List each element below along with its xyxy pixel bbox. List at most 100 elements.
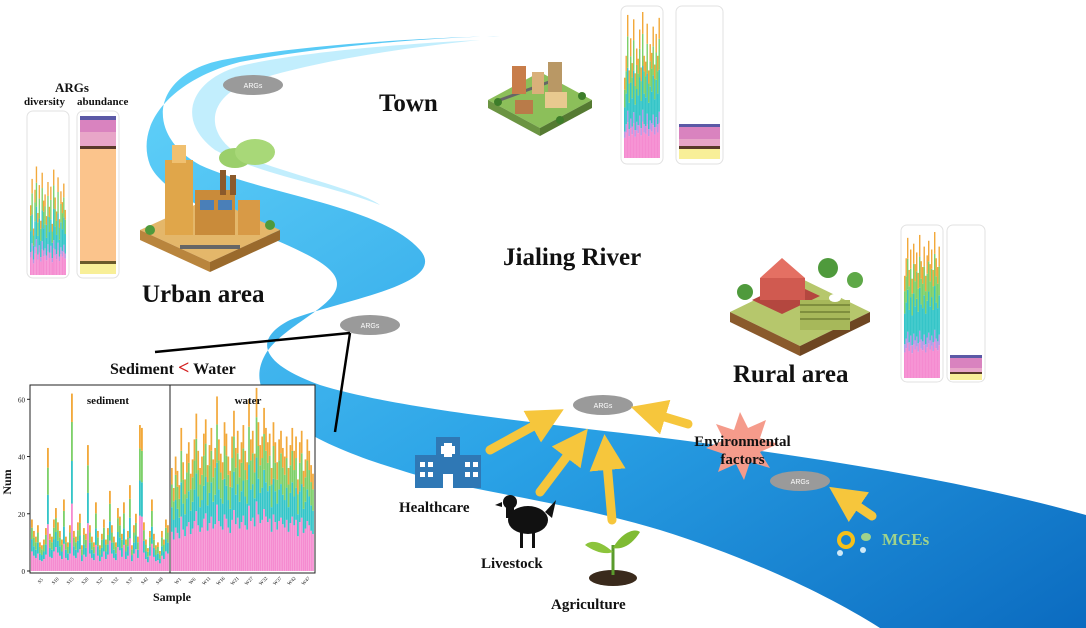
callout-line-bottom <box>333 332 352 433</box>
water-bar-46-seg-0 <box>257 514 260 571</box>
sediment-bar-22-seg-1 <box>75 549 77 558</box>
rural-diversity-bar-4-seg-1 <box>910 335 912 346</box>
town-diversity-bar-3-seg-1 <box>628 129 630 137</box>
urban-diversity-bar-0-seg-3 <box>30 215 32 232</box>
sediment-bar-57-seg-3 <box>145 539 147 545</box>
rural-diversity-bar-19-seg-1 <box>932 342 934 351</box>
water-bar-2-seg-3 <box>174 456 177 475</box>
water-bar-17-seg-3 <box>202 433 205 456</box>
water-bar-69-seg-2 <box>300 453 303 485</box>
urban-diversity-bar-23-seg-4 <box>63 183 65 198</box>
water-bar-46-seg-2 <box>257 446 260 479</box>
sediment-bar-10-seg-0 <box>51 557 53 571</box>
sediment-bar-68-seg-2 <box>167 532 169 543</box>
urban-diversity-bar-20-seg-2 <box>58 239 61 257</box>
sediment-bar-46-seg-2 <box>123 513 125 529</box>
sediment-bar-7-seg-2 <box>45 534 47 545</box>
sediment-bar-26-seg-2 <box>83 534 85 545</box>
sediment-bar-3-seg-2 <box>37 532 39 543</box>
sediment-bar-6-seg-1 <box>43 551 45 560</box>
town-diversity-bar-6-seg-4 <box>633 19 635 41</box>
sediment-x-tick-S48: S48 <box>156 577 165 586</box>
sediment-bar-51-seg-3 <box>133 525 135 533</box>
water-bar-1-seg-2 <box>172 501 175 520</box>
urban-abundance-bar <box>80 116 116 274</box>
water-bar-24-seg-0 <box>216 504 218 571</box>
sediment-bar-24-seg-0 <box>79 549 81 571</box>
urban-diversity-bar-17-seg-3 <box>54 209 56 227</box>
urban-diversity-bar-1-seg-1 <box>31 243 33 251</box>
sediment-bar-38-seg-3 <box>107 528 109 535</box>
water-bar-1-seg-0 <box>172 539 175 571</box>
water-bar-23-seg-1 <box>214 494 217 525</box>
water-bar-35-seg-3 <box>236 430 239 454</box>
water-bar-33-seg-1 <box>233 471 235 511</box>
args-pill-top: ARGs <box>223 75 283 95</box>
water-bar-55-seg-2 <box>274 462 277 492</box>
water-bar-7-seg-0 <box>184 536 186 571</box>
rural-diversity-bar-20-seg-3 <box>934 253 936 287</box>
label-agriculture: Agriculture <box>551 597 626 613</box>
town-abundance-bar <box>679 124 720 159</box>
water-bar-39-seg-1 <box>244 496 247 526</box>
water-bar-53-seg-1 <box>270 507 273 532</box>
water-bar-65-seg-1 <box>293 496 296 526</box>
water-bar-39-seg-2 <box>244 470 247 497</box>
sediment-bar-34-seg-1 <box>99 555 101 562</box>
sediment-bar-68-seg-3 <box>167 525 169 533</box>
water-bar-43-seg-0 <box>251 517 254 571</box>
rural-diversity-bar-12-seg-0 <box>922 350 924 378</box>
sediment-x-tick-S42: S42 <box>141 577 150 586</box>
sediment-bar-17-seg-3 <box>65 536 67 543</box>
urban-diversity-bar-11-seg-2 <box>45 237 48 256</box>
urban-diversity-bar-2-seg-3 <box>32 235 35 246</box>
sediment-bar-58-seg-2 <box>147 551 149 557</box>
sediment-bar-11-seg-3 <box>53 519 55 528</box>
sediment-bar-19-seg-0 <box>69 553 71 571</box>
town-diversity-bar-19-seg-2 <box>652 75 654 115</box>
urban-diversity-bars <box>30 166 66 276</box>
water-bar-3-seg-1 <box>176 508 179 533</box>
urban-diversity-bar-11-seg-0 <box>45 260 48 275</box>
water-bar-46-seg-1 <box>257 478 260 515</box>
water-bar-70-seg-0 <box>302 532 305 571</box>
arrow-healthcare <box>485 409 564 455</box>
sediment-bar-52-seg-3 <box>135 513 137 523</box>
sediment-bar-54-seg-3 <box>139 425 141 449</box>
water-bar-34-seg-2 <box>234 467 237 495</box>
town-diversity-bar-18-seg-4 <box>651 52 653 69</box>
water-bar-21-seg-0 <box>210 516 213 571</box>
sediment-bar-1-seg-2 <box>33 537 35 547</box>
water-bar-73-seg-0 <box>308 525 311 571</box>
label-diversity: diversity <box>24 96 65 108</box>
water-bar-48-seg-0 <box>261 519 264 571</box>
sediment-bar-20-seg-1 <box>71 461 73 504</box>
sediment-bar-12-seg-2 <box>55 518 57 532</box>
town-diversity-bar-1-seg-1 <box>625 124 627 133</box>
sediment-bar-41-seg-1 <box>113 549 115 558</box>
urban-diversity-bar-15-seg-3 <box>51 231 53 243</box>
sediment-bar-6-seg-0 <box>43 559 45 571</box>
water-bar-33-seg-3 <box>233 410 235 437</box>
water-bar-29-seg-1 <box>225 485 228 519</box>
town-diversity-bar-0-seg-0 <box>624 137 626 159</box>
rural-diversity-bar-20-seg-0 <box>934 341 936 378</box>
rural-diversity-bar-16-seg-2 <box>928 291 930 333</box>
urban-diversity-bar-19-seg-2 <box>57 213 59 243</box>
town-diversity-bar-23-seg-2 <box>658 69 660 112</box>
water-bar-12-seg-1 <box>193 489 196 521</box>
water-bar-15-seg-3 <box>199 467 201 485</box>
town-diversity-bar-4-seg-2 <box>630 82 632 119</box>
town-diversity-bar-5-seg-0 <box>631 134 633 159</box>
rural-diversity-bar-12-seg-1 <box>922 341 924 351</box>
sediment-bar-53-seg-1 <box>137 549 139 558</box>
sediment-bar-11-seg-1 <box>53 539 55 552</box>
sediment-bar-40-seg-2 <box>111 532 113 543</box>
town-diversity-bar-20-seg-3 <box>654 78 656 100</box>
water-bar-72-seg-2 <box>306 460 309 490</box>
rural-diversity-bar-1-seg-3 <box>905 276 907 303</box>
water-bar-66-seg-1 <box>295 487 297 520</box>
rural-diversity-bar-15-seg-0 <box>926 347 928 378</box>
water-bar-30-seg-1 <box>227 500 230 528</box>
